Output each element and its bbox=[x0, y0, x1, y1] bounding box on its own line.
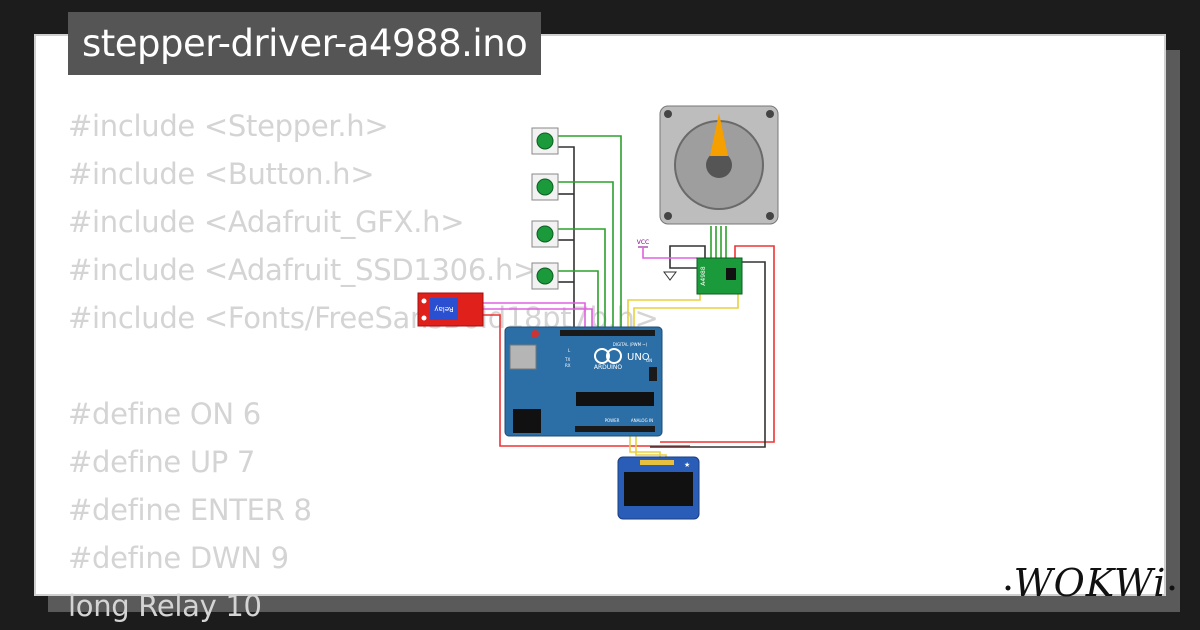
code-line: #include <Adafruit_GFX.h> bbox=[68, 205, 465, 239]
oled-display: ★ bbox=[617, 456, 700, 520]
push-button-2 bbox=[531, 173, 559, 201]
gnd-symbol bbox=[663, 271, 677, 281]
svg-text:POWER: POWER bbox=[605, 418, 620, 423]
svg-text:ANALOG IN: ANALOG IN bbox=[631, 418, 653, 423]
relay-module: Relay bbox=[417, 292, 484, 327]
driver-label: A4988 bbox=[700, 266, 707, 286]
svg-text:VCC: VCC bbox=[637, 239, 649, 246]
wires bbox=[483, 135, 775, 463]
preview-card: #include <Stepper.h> #include <Button.h> #… bbox=[34, 34, 1166, 623]
code-line: #include <Adafruit_SSD1306.h> bbox=[68, 253, 537, 287]
svg-text:RX: RX bbox=[565, 363, 571, 368]
code-preview: #include <Stepper.h> #include <Button.h> #… bbox=[68, 102, 659, 630]
push-button-4 bbox=[531, 262, 559, 290]
code-line: #include <Button.h> bbox=[68, 157, 375, 191]
svg-text:ON: ON bbox=[646, 358, 652, 363]
logo-text: WOKWi bbox=[1014, 561, 1167, 605]
code-line: #define ENTER 8 bbox=[68, 493, 312, 527]
stepper-motor bbox=[659, 105, 779, 225]
push-button-3 bbox=[531, 220, 559, 248]
code-line: #define UP 7 bbox=[68, 445, 256, 479]
arduino-uno: ARDUINO UNO DIGITAL (PWM ~) POWER ANALOG… bbox=[504, 326, 663, 437]
svg-text:L: L bbox=[568, 348, 571, 353]
code-line: long Relay 10 bbox=[68, 589, 262, 623]
push-button-1 bbox=[531, 127, 559, 155]
arduino-model: UNO bbox=[627, 352, 650, 363]
arduino-brand: ARDUINO bbox=[594, 364, 623, 371]
code-line: #define ON 6 bbox=[68, 397, 261, 431]
wokwi-logo: WOKWi bbox=[1005, 561, 1175, 605]
relay-label: Relay bbox=[434, 305, 453, 313]
a4988-driver: A4988 bbox=[696, 257, 743, 295]
svg-text:★: ★ bbox=[684, 461, 690, 469]
vcc-symbol: VCC bbox=[637, 239, 649, 248]
code-line: #define DWN 9 bbox=[68, 541, 289, 575]
svg-text:DIGITAL (PWM ~): DIGITAL (PWM ~) bbox=[613, 342, 648, 347]
svg-text:TX: TX bbox=[564, 357, 570, 362]
project-title: stepper-driver-a4988.ino bbox=[68, 12, 542, 75]
code-line: #include <Stepper.h> bbox=[68, 109, 389, 143]
